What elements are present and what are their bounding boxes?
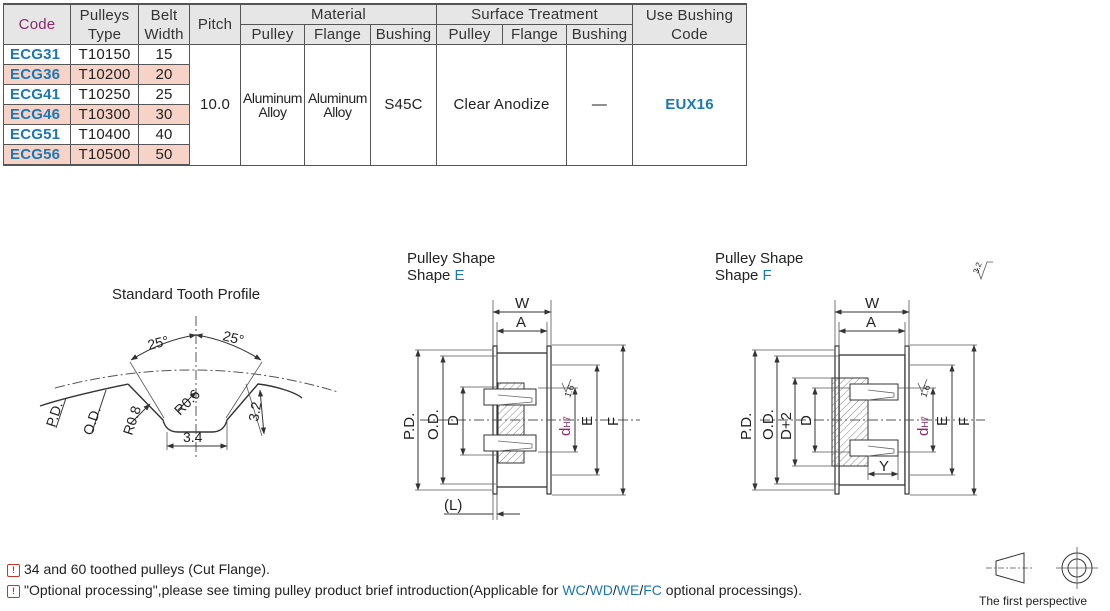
r06-label: R0.6 [171, 386, 203, 418]
depth-label: 3.2 [245, 400, 264, 422]
shape-f-drawing [752, 261, 993, 496]
tooth-profile-drawing [39, 316, 339, 460]
shape-f-w-label: W [865, 295, 880, 312]
shape-e-e-label: E [579, 416, 596, 426]
shape-f-d2-label: D+2 [778, 412, 795, 440]
shape-e-f-label: F [605, 417, 622, 426]
surface-pulley-flange-cell: Clear Anodize [436, 44, 567, 166]
header-material-bushing: Bushing [370, 24, 437, 45]
code-cell: ECG51 [3, 124, 71, 145]
header-surface-pulley: Pulley [436, 24, 503, 45]
shape-e-rough-label: 1.6 [562, 384, 576, 399]
note-optional-text-pre: "Optional processing",please see timing … [24, 582, 563, 598]
info-icon: ! [7, 585, 20, 598]
belt-width-cell: 50 [138, 144, 190, 166]
proc-fc-link[interactable]: FC [643, 582, 662, 598]
proc-wd-link[interactable]: WD [589, 582, 613, 598]
belt-width-cell: 20 [138, 64, 190, 85]
shape-f-a-label: A [866, 314, 876, 331]
projection-label: The first perspective [979, 594, 1088, 608]
angle-left-label: 25° [146, 332, 170, 353]
header-material: Material [240, 3, 437, 25]
shape-f-d-label: D [798, 415, 815, 426]
code-cell: ECG41 [3, 84, 71, 105]
belt-width-cell: 40 [138, 124, 190, 145]
note-cut-flange-text: 34 and 60 toothed pulleys (Cut Flange). [24, 561, 270, 577]
table-row: ECG56 T10500 50 [3, 144, 747, 166]
pulleys-type-cell: T10400 [70, 124, 139, 145]
header-code: Code [3, 3, 71, 45]
proc-we-link[interactable]: WE [616, 582, 640, 598]
code-cell: ECG56 [3, 144, 71, 166]
shape-e-labels: W A P.D. O.D. D dH7 E F (L) 1.6 [401, 295, 622, 514]
header-material-flange: Flange [304, 24, 371, 45]
code-cell: ECG31 [3, 44, 71, 65]
tooth-profile-title: Standard Tooth Profile [112, 286, 261, 303]
angle-right-label: 25° [221, 327, 245, 348]
surface-bushing-cell: — [566, 44, 633, 166]
use-bushing-code-cell: EUX16 [632, 44, 747, 166]
shape-f-od-label: O.D. [760, 409, 777, 440]
code-cell: ECG36 [3, 64, 71, 85]
shape-f-rough-label: 1.6 [918, 384, 932, 399]
shape-e-od-label: O.D. [425, 409, 442, 440]
shape-e-w-label: W [515, 295, 530, 312]
header-pitch: Pitch [189, 3, 241, 45]
width-label: 3.4 [183, 429, 203, 445]
table-row: ECG46 T10300 30 [3, 104, 747, 125]
shape-f-labels: W A P.D. O.D. D+2 D dH7 E F Y 1.6 3.2 [738, 261, 984, 475]
projection-symbol [986, 547, 1098, 589]
shape-f-e-label: E [934, 416, 951, 426]
shape-e-dh7-label: dH7 [557, 416, 574, 436]
tooth-profile-labels: 25° 25° P.D. O.D. R0.8 R0.6 3.2 3.4 [43, 327, 265, 445]
shape-f-f-label: F [956, 417, 973, 426]
pulleys-type-cell: T10300 [70, 104, 139, 125]
shape-e-l-label: (L) [444, 497, 462, 514]
note-cut-flange: ! 34 and 60 toothed pulleys (Cut Flange). [7, 561, 270, 577]
header-surface-bushing: Bushing [566, 24, 633, 45]
note-optional-processing: ! "Optional processing",please see timing… [7, 582, 802, 598]
pd-label: P.D. [43, 400, 66, 429]
shape-f-y-label: Y [879, 458, 889, 475]
code-cell: ECG46 [3, 104, 71, 125]
table-row: ECG51 T10400 40 [3, 124, 747, 145]
belt-width-cell: 25 [138, 84, 190, 105]
r08-label: R0.8 [120, 404, 144, 437]
info-icon: ! [7, 564, 20, 577]
shape-f-pd-label: P.D. [738, 413, 755, 440]
header-surface-flange: Flange [502, 24, 567, 45]
od-label: O.D. [80, 405, 104, 437]
shape-e-d-label: D [445, 415, 462, 426]
proc-wc-link[interactable]: WC [562, 582, 586, 598]
shape-e-drawing [415, 300, 640, 520]
table-row: ECG36 T10200 20 [3, 64, 747, 85]
shape-f-letter: F [762, 267, 772, 284]
header-surface-treatment: Surface Treatment [436, 3, 633, 25]
note-optional-text-post: optional processings). [661, 582, 802, 598]
shape-e-letter: E [454, 267, 465, 284]
pitch-cell: 10.0 [189, 44, 241, 166]
header-material-pulley: Pulley [240, 24, 305, 45]
table-row: ECG41 T10250 25 [3, 84, 747, 105]
shape-e-a-label: A [516, 314, 526, 331]
pulleys-type-cell: T10500 [70, 144, 139, 166]
surface-finish-label: 3.2 [971, 261, 983, 275]
shape-e-pd-label: P.D. [401, 413, 418, 440]
belt-width-cell: 30 [138, 104, 190, 125]
shape-f-dh7-label: dH7 [915, 416, 932, 436]
